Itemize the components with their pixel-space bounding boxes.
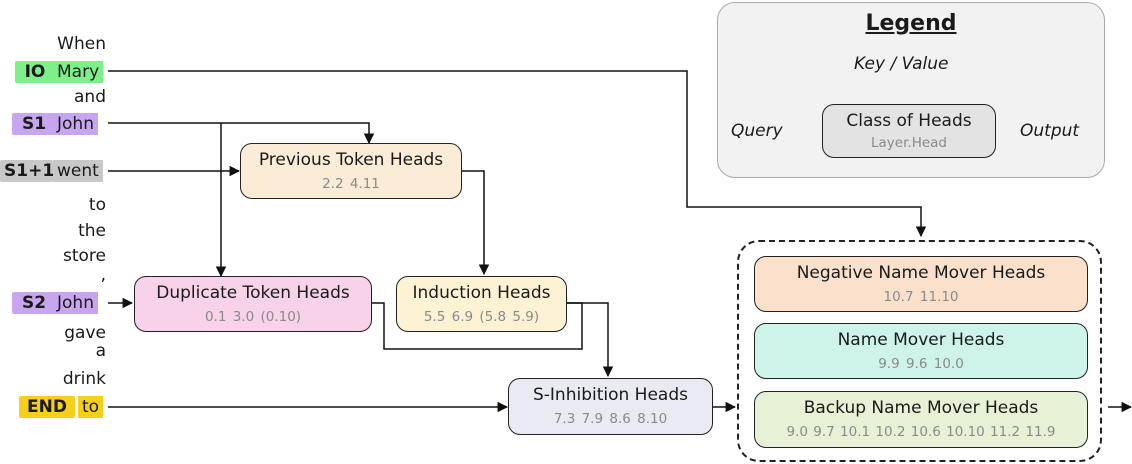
arrow-s1-to-previous-token bbox=[108, 122, 375, 145]
duplicate-token-heads-title: Duplicate Token Heads bbox=[156, 283, 350, 303]
arrow-induction-to-s-inhibition bbox=[567, 302, 614, 378]
word-gave: gave bbox=[64, 323, 106, 343]
backup-name-mover-heads-box: Backup Name Mover Heads 9.0 9.7 10.1 10.… bbox=[754, 391, 1088, 448]
induction-heads-ids: 5.5 6.9 (5.8 5.9) bbox=[423, 309, 540, 325]
backup-name-mover-heads-title: Backup Name Mover Heads bbox=[803, 398, 1039, 418]
s1-word: John bbox=[53, 113, 98, 135]
s1p1-tag: S1+1 bbox=[0, 160, 54, 182]
induction-heads-box: Induction Heads 5.5 6.9 (5.8 5.9) bbox=[396, 276, 567, 332]
end-word: to bbox=[78, 396, 104, 418]
word-store: store bbox=[63, 246, 106, 266]
s1-tag: S1 bbox=[12, 113, 56, 135]
name-mover-heads-ids: 9.9 9.6 10.0 bbox=[878, 356, 964, 372]
negative-name-mover-heads-box: Negative Name Mover Heads 10.7 11.10 bbox=[754, 256, 1088, 312]
word-and: and bbox=[74, 87, 106, 107]
legend-key-value-label: Key / Value bbox=[854, 54, 949, 74]
legend-output-label: Output bbox=[1020, 121, 1080, 141]
duplicate-token-heads-box: Duplicate Token Heads 0.1 3.0 (0.10) bbox=[134, 276, 372, 332]
s-inhibition-heads-box: S-Inhibition Heads 7.3 7.9 8.6 8.10 bbox=[508, 378, 713, 435]
word-the: the bbox=[78, 221, 106, 241]
s1p1-word: went bbox=[53, 160, 103, 182]
previous-token-heads-box: Previous Token Heads 2.2 4.11 bbox=[240, 143, 462, 199]
end-tag: END bbox=[19, 396, 75, 418]
s2-word: John bbox=[53, 292, 98, 314]
backup-name-mover-heads-ids: 9.0 9.7 10.1 10.2 10.6 10.10 11.2 11.9 bbox=[786, 424, 1056, 440]
previous-token-heads-title: Previous Token Heads bbox=[258, 150, 444, 170]
duplicate-token-heads-ids: 0.1 3.0 (0.10) bbox=[204, 309, 302, 325]
arrow-io-to-name-movers bbox=[108, 70, 927, 238]
induction-heads-title: Induction Heads bbox=[412, 283, 551, 303]
name-mover-heads-box: Name Mover Heads 9.9 9.6 10.0 bbox=[754, 323, 1088, 379]
word-when: When bbox=[57, 34, 106, 54]
negative-name-mover-heads-title: Negative Name Mover Heads bbox=[796, 263, 1046, 283]
negative-name-mover-heads-ids: 10.7 11.10 bbox=[883, 289, 959, 305]
io-tag: IO bbox=[15, 61, 55, 83]
legend-class-box: Class of Heads Layer.Head bbox=[822, 104, 996, 158]
word-a: a bbox=[95, 341, 106, 361]
name-mover-group bbox=[737, 240, 1102, 462]
word-drink: drink bbox=[62, 369, 106, 389]
s2-tag: S2 bbox=[12, 292, 56, 314]
legend-class-title: Class of Heads bbox=[846, 111, 972, 131]
legend-class-sub: Layer.Head bbox=[871, 135, 947, 151]
legend-query-label: Query bbox=[731, 121, 783, 141]
io-word: Mary bbox=[53, 61, 104, 83]
legend-title: Legend bbox=[865, 11, 957, 36]
arrow-previous-token-to-induction bbox=[462, 170, 490, 276]
word-comma: , bbox=[100, 265, 106, 285]
name-mover-heads-title: Name Mover Heads bbox=[837, 330, 1005, 350]
word-to: to bbox=[88, 195, 106, 215]
s-inhibition-heads-ids: 7.3 7.9 8.6 8.10 bbox=[553, 411, 668, 427]
s-inhibition-heads-title: S-Inhibition Heads bbox=[532, 385, 688, 405]
previous-token-heads-ids: 2.2 4.11 bbox=[322, 176, 380, 192]
